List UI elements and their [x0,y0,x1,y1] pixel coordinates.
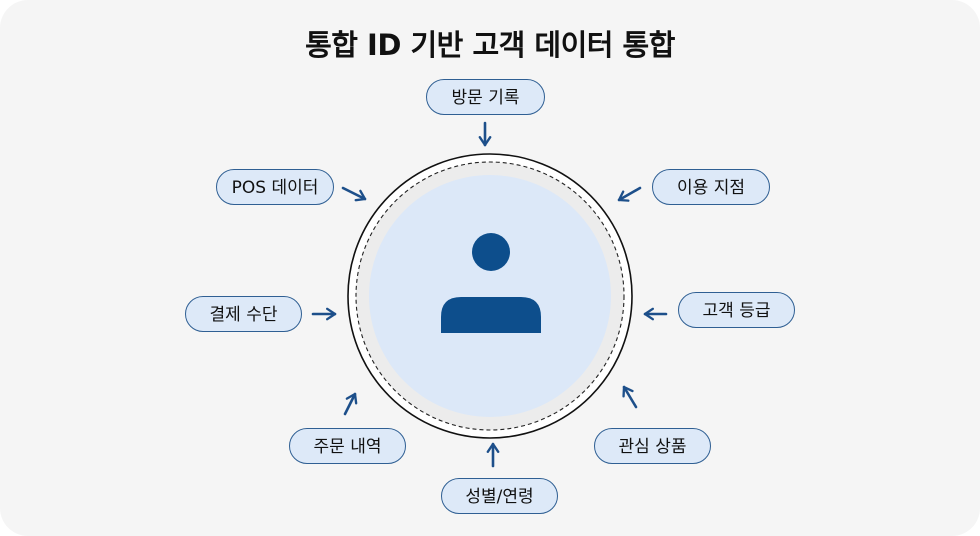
node-payment-method: 결제 수단 [185,296,302,332]
inner-circle [369,175,611,417]
node-interest-product: 관심 상품 [594,428,711,464]
node-customer-grade: 고객 등급 [678,292,795,328]
arrow-orders [343,392,358,416]
person-icon [441,233,541,333]
diagram-title: 통합 ID 기반 고객 데이터 통합 [305,28,675,62]
node-visit-history: 방문 기록 [426,79,545,115]
node-pos-data: POS 데이터 [216,169,334,205]
node-gender-age: 성별/연령 [441,478,558,514]
arrow-location [617,186,642,202]
arrow-interest [622,385,638,409]
arrow-pos [341,186,367,202]
node-order-history: 주문 내역 [289,428,406,464]
node-usage-location: 이용 지점 [652,169,770,205]
